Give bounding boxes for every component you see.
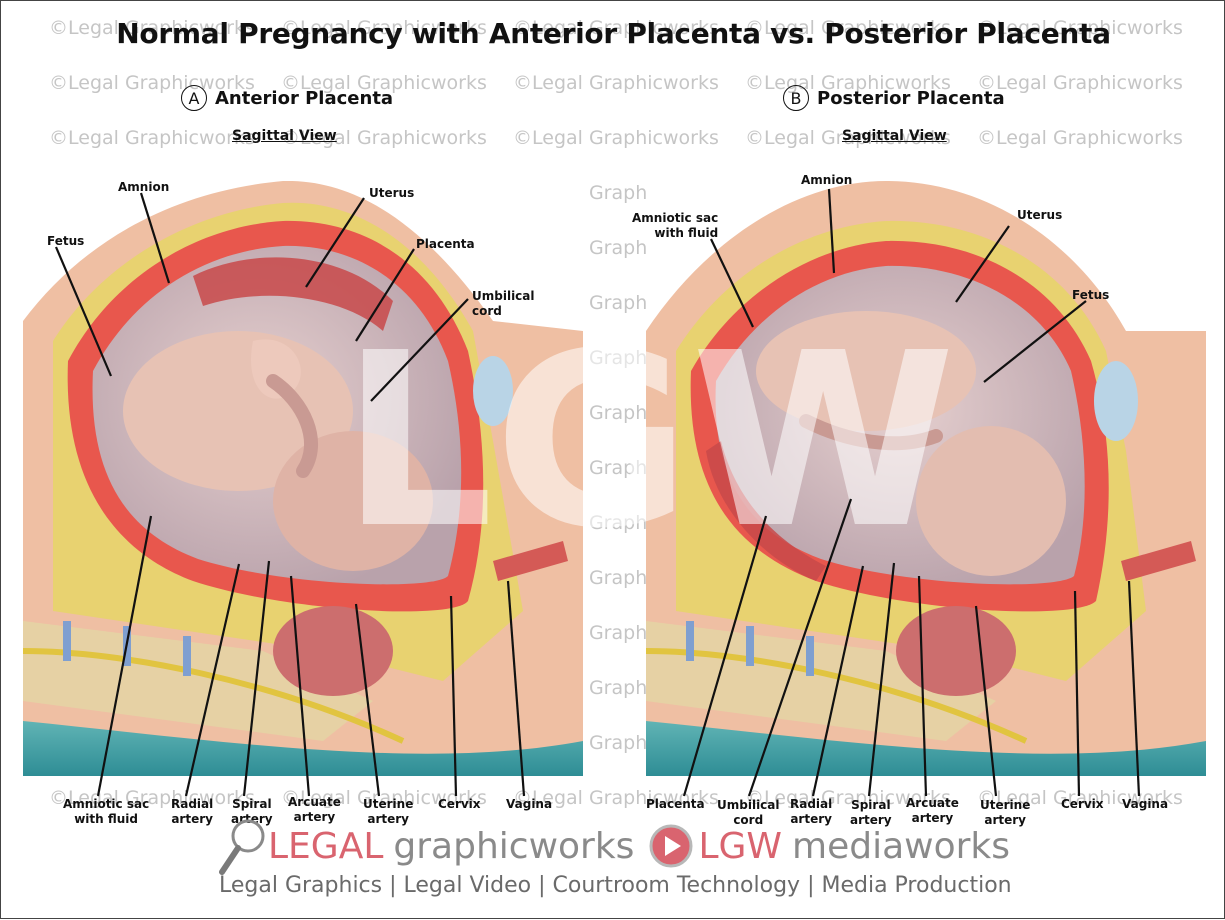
panel-b-heading: B Posterior Placenta xyxy=(783,85,1005,111)
watermark-text: ©Legal Graphicworks xyxy=(977,127,1183,149)
label-b-amnion: Amnion xyxy=(801,173,853,187)
panel-b-letter: B xyxy=(783,85,809,111)
label-line1: Amniotic sac xyxy=(63,797,150,811)
label-line1: Arcuate xyxy=(288,795,341,809)
label-b-radial-artery: Radial artery xyxy=(790,797,832,827)
label-line2: artery xyxy=(911,811,954,825)
label-line2: artery xyxy=(293,810,336,824)
watermark-text: ©Legal Graphicworks xyxy=(513,127,719,149)
label-b-uterine-artery: Uterine artery xyxy=(980,798,1030,828)
label-a-vagina: Vagina xyxy=(506,797,553,811)
label-line1: Uterine xyxy=(363,797,414,811)
panel-a-letter: A xyxy=(181,85,207,111)
label-line2: cord xyxy=(733,813,764,827)
panel-a-title: Anterior Placenta xyxy=(215,87,394,109)
label-line1: Spiral xyxy=(851,798,891,812)
watermark-text: ©Legal Graphicworks xyxy=(977,72,1183,94)
label-line1: Umbilical xyxy=(717,798,780,812)
label-line1: Radial xyxy=(171,797,214,811)
label-a-uterine-artery: Uterine artery xyxy=(363,797,413,827)
label-line1: Uterine xyxy=(980,798,1031,812)
label-b-uterus: Uterus xyxy=(1017,208,1063,222)
label-b-spiral-artery: Spiral artery xyxy=(850,798,892,828)
logo-graphicworks-text: graphicworks xyxy=(393,825,635,867)
label-a-amnion: Amnion xyxy=(118,180,170,194)
label-a-umbilical-line2: cord xyxy=(472,304,502,318)
footer-logos: LEGAL graphicworks LGW mediaworks xyxy=(216,816,1010,876)
label-a-umbilical-cord: Umbilical cord xyxy=(472,289,535,319)
label-line2: artery xyxy=(367,812,409,826)
footer-tagline: Legal Graphics | Legal Video | Courtroom… xyxy=(219,873,1012,898)
logo-legal-text: LEGAL xyxy=(268,825,384,867)
label-a-radial-artery: Radial artery xyxy=(171,797,213,827)
label-a-amniotic-sac: Amniotic sac with fluid xyxy=(63,797,149,827)
lgw-big-watermark: LGW xyxy=(341,301,956,581)
label-line1: Amniotic sac xyxy=(632,211,719,225)
label-b-vagina: Vagina xyxy=(1122,797,1169,811)
logo-lgw-text: LGW xyxy=(698,825,783,867)
label-a-placenta: Placenta xyxy=(416,237,475,251)
label-b-cervix: Cervix xyxy=(1061,797,1104,811)
play-icon xyxy=(649,824,693,868)
label-line1: Spiral xyxy=(232,797,272,811)
label-b-amniotic-sac: Amniotic sac with fluid xyxy=(632,211,718,241)
label-line2: artery xyxy=(850,813,892,827)
label-a-uterus: Uterus xyxy=(369,186,415,200)
label-line2: with fluid xyxy=(74,812,138,826)
label-a-umbilical-line1: Umbilical xyxy=(472,289,535,303)
label-b-placenta: Placenta xyxy=(646,797,705,811)
watermark-text: ©Legal Graphicworks xyxy=(49,127,255,149)
panel-b-view-label: Sagittal View xyxy=(842,128,947,144)
label-a-arcuate-artery: Arcuate artery xyxy=(288,795,341,825)
label-line1: Arcuate xyxy=(906,796,959,810)
label-b-fetus: Fetus xyxy=(1072,288,1110,302)
label-a-fetus: Fetus xyxy=(47,234,85,248)
label-line2: artery xyxy=(984,813,1026,827)
label-a-cervix: Cervix xyxy=(438,797,481,811)
magnifier-icon xyxy=(219,819,265,875)
label-line2: artery xyxy=(171,812,213,826)
panel-a-heading: A Anterior Placenta xyxy=(181,85,393,111)
logo-mediaworks-text: mediaworks xyxy=(792,825,1011,867)
page-title: Normal Pregnancy with Anterior Placenta … xyxy=(116,17,1111,50)
label-line2: artery xyxy=(790,812,832,826)
watermark-text: ©Legal Graphicworks xyxy=(513,72,719,94)
label-line1: Radial xyxy=(790,797,833,811)
panel-b-title: Posterior Placenta xyxy=(817,87,1005,109)
label-line2: with fluid xyxy=(654,226,719,240)
label-b-umbilical-cord: Umbilical cord xyxy=(717,798,780,828)
panel-a-view-label: Sagittal View xyxy=(232,128,337,144)
label-b-arcuate-artery: Arcuate artery xyxy=(906,796,959,826)
